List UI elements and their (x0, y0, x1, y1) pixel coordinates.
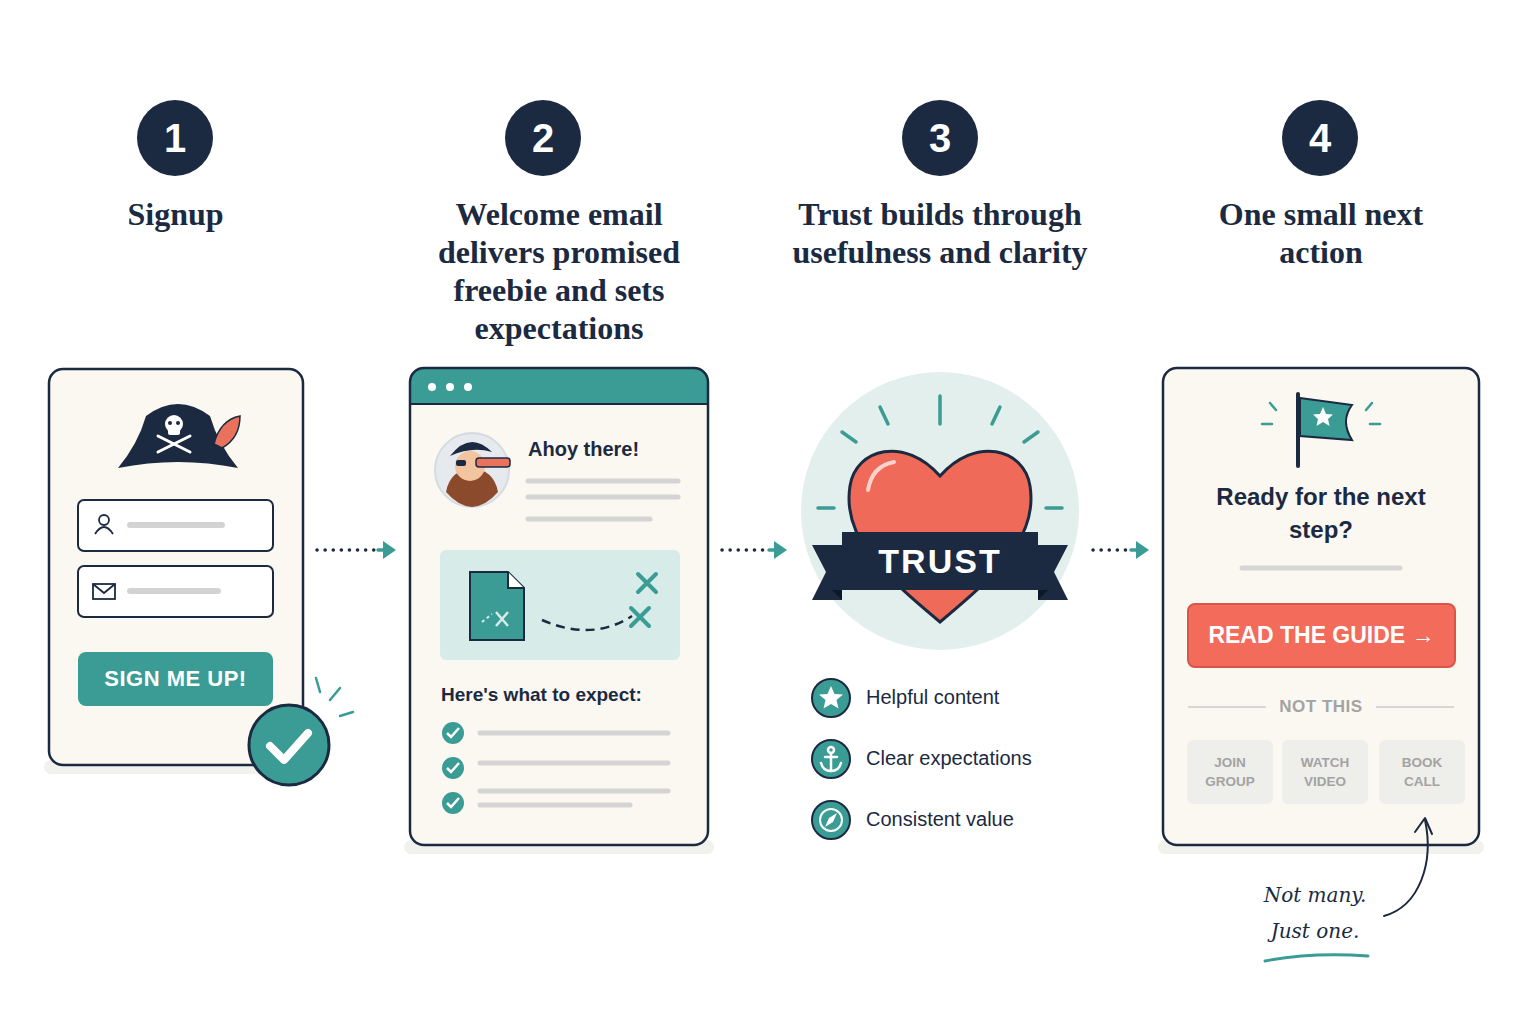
step-number-text: 1 (164, 118, 186, 158)
primary-button: READ THE GUIDE → (1187, 603, 1456, 668)
expect-heading: Here's what to expect: (441, 684, 642, 706)
step-number-text: 2 (532, 118, 554, 158)
rejected-heading: NOT THIS (1279, 697, 1362, 717)
action-card: One small next actionReady for the next … (1163, 368, 1479, 845)
signup-button-text: SIGN ME UP! (104, 666, 246, 692)
flow-arrow (317, 541, 396, 559)
step-heading: Trust builds through usefulness and clar… (790, 195, 1090, 271)
signup-button: SIGN ME UP! (78, 652, 273, 706)
handwritten-note: Not many. Just one. (1252, 877, 1378, 949)
email-greeting: Ahoy there! (528, 438, 639, 461)
step-number-text: 4 (1309, 118, 1331, 158)
email-card: Welcome email delivers promised freebie … (410, 368, 708, 845)
rejected-option-text: WATCH VIDEO (1286, 753, 1364, 791)
trust-circle: Trust builds through usefulness and clar… (801, 372, 1079, 650)
rejected-option: JOIN GROUP (1187, 740, 1273, 804)
step-heading: One small next action (1214, 195, 1429, 271)
flow-arrow (722, 541, 787, 559)
step-number: 3 (902, 100, 978, 176)
trust-point: Helpful content (866, 686, 999, 709)
primary-button-text: READ THE GUIDE → (1208, 622, 1434, 649)
step-heading: Welcome email delivers promised freebie … (417, 195, 702, 347)
trust-point: Consistent value (866, 808, 1014, 831)
step-number: 4 (1282, 100, 1358, 176)
step-heading: Signup (26, 195, 326, 233)
step-number: 2 (505, 100, 581, 176)
step-number-text: 3 (929, 118, 951, 158)
trust-point: Clear expectations (866, 747, 1032, 770)
card-prompt: Ready for the next step? (1206, 480, 1436, 546)
trust-banner-text: TRUST (878, 542, 1001, 581)
rejected-option-text: JOIN GROUP (1191, 753, 1269, 791)
flow-arrow (1093, 541, 1149, 559)
rejected-option-text: BOOK CALL (1383, 753, 1461, 791)
step-number: 1 (137, 100, 213, 176)
trust-banner: TRUST (842, 532, 1038, 590)
signup-card: SignupSIGN ME UP! (48, 368, 303, 765)
rejected-option: WATCH VIDEO (1282, 740, 1368, 804)
rejected-option: BOOK CALL (1379, 740, 1465, 804)
